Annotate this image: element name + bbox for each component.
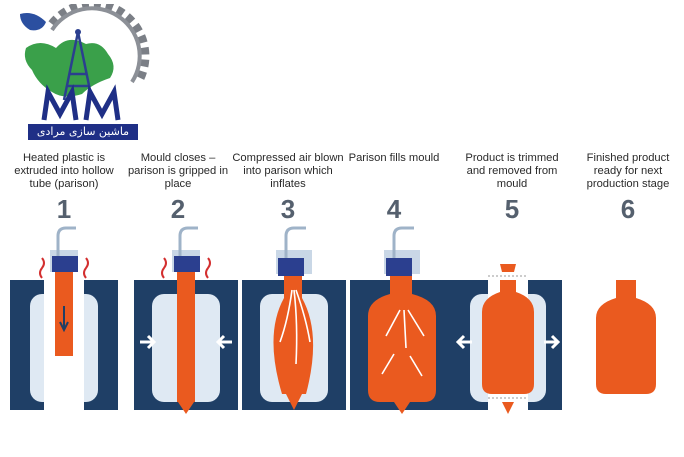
step-number: 1 xyxy=(56,194,72,224)
stage-5-illustration xyxy=(454,264,562,414)
bottle-cap xyxy=(616,280,636,290)
stage-2-illustration xyxy=(134,226,238,414)
parison-pinch xyxy=(394,402,410,414)
step-caption: Product is trimmed and removed from moul… xyxy=(465,152,559,190)
inflating-parison xyxy=(273,276,314,394)
step-3: Compressed air blown into parison which … xyxy=(232,152,344,224)
trimmed-top-scrap xyxy=(500,264,516,272)
parison-pinch xyxy=(178,402,194,414)
air-flow-arrows-icon xyxy=(279,289,311,365)
heat-waves-icon xyxy=(161,257,211,279)
step-4: Parison fills mould 4 xyxy=(338,152,450,224)
step-caption: Mould closes – parison is gripped in pla… xyxy=(127,152,229,190)
trimmed-bottom-scrap xyxy=(502,402,514,414)
step-number: 4 xyxy=(386,194,402,224)
step-number: 3 xyxy=(280,194,296,224)
air-pipe xyxy=(56,226,76,256)
left-arrow-icon xyxy=(455,334,472,350)
stage-6-illustration xyxy=(596,280,656,394)
step-1: Heated plastic is extruded into hollow t… xyxy=(8,152,120,224)
step-number: 2 xyxy=(170,194,186,224)
stage-4-illustration xyxy=(350,226,454,414)
air-flow-arrows-icon xyxy=(381,309,425,377)
left-arrow-icon xyxy=(215,334,232,350)
company-logo: ماشین سازی مرادی xyxy=(12,0,152,150)
gear-map-logo-icon xyxy=(20,0,150,121)
step-number: 6 xyxy=(620,194,636,224)
product-bottle xyxy=(482,280,534,394)
step-caption: Heated plastic is extruded into hollow t… xyxy=(14,152,114,190)
air-pipe xyxy=(392,226,414,258)
parison-pinch xyxy=(286,394,302,410)
heat-waves-icon xyxy=(39,257,89,279)
step-caption: Parison fills mould xyxy=(348,152,440,164)
die-body xyxy=(174,256,200,272)
parison xyxy=(177,272,195,402)
die-body xyxy=(278,258,304,276)
right-arrow-icon xyxy=(140,334,157,350)
die-body xyxy=(386,258,412,276)
step-caption: Compressed air blown into parison which … xyxy=(232,152,344,190)
step-5: Product is trimmed and removed from moul… xyxy=(456,152,568,224)
air-pipe xyxy=(284,226,306,258)
die-body xyxy=(52,256,78,272)
right-arrow-icon xyxy=(544,334,561,350)
stage-1-illustration xyxy=(10,226,118,410)
finished-bottle xyxy=(596,290,656,394)
air-pipe xyxy=(178,226,198,256)
step-2: Mould closes – parison is gripped in pla… xyxy=(122,152,234,224)
step-6: Finished product ready for next producti… xyxy=(572,152,684,224)
step-caption: Finished product ready for next producti… xyxy=(586,152,670,190)
stage-3-illustration xyxy=(242,226,346,410)
step-number: 5 xyxy=(504,194,520,224)
down-arrow-icon xyxy=(59,306,69,333)
logo-text: ماشین سازی مرادی xyxy=(28,124,138,140)
